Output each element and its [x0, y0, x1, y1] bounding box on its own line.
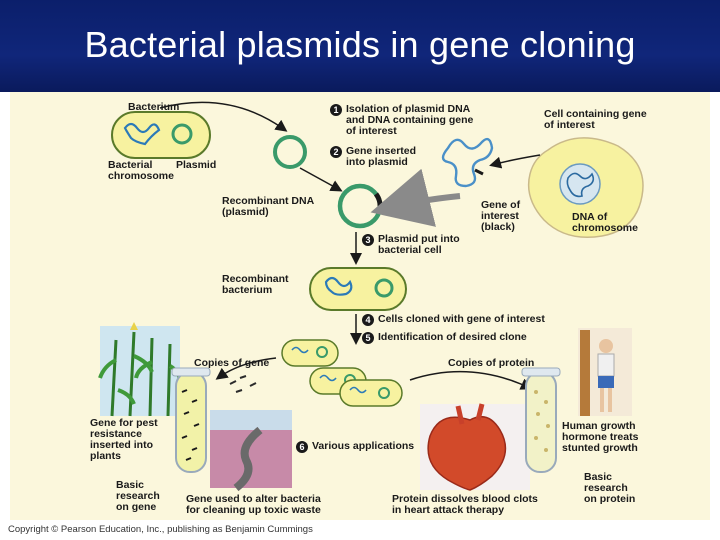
- gene-test-tube: [171, 367, 211, 473]
- copyright-notice: Copyright © Pearson Education, Inc., pub…: [8, 524, 313, 535]
- label-copies-of-gene: Copies of gene: [194, 357, 270, 369]
- step-4: 4 Cells cloned with gene of interest: [362, 314, 545, 326]
- cloned-cells: [281, 339, 403, 407]
- child-height-image: [578, 328, 632, 416]
- step-6: 6 Various applications: [296, 441, 414, 453]
- step-3-number: 3: [362, 234, 374, 246]
- label-bacterium: Bacterium: [128, 101, 180, 113]
- step-6-number: 6: [296, 441, 308, 453]
- step-2-text: Gene inserted into plasmid: [346, 145, 417, 168]
- label-gene-of-interest: Gene of interest (black): [481, 199, 521, 233]
- isolated-plasmid: [273, 135, 307, 169]
- label-basic-research-gene: Basic research on gene: [116, 479, 160, 513]
- step-1-text: Isolation of plasmid DNA and DNA contain…: [346, 103, 474, 137]
- label-gene-toxic-waste: Gene used to alter bacteria for cleaning…: [186, 493, 321, 516]
- gene-segment: [474, 168, 484, 176]
- label-plasmid: Plasmid: [176, 159, 217, 171]
- step-2: 2 Gene inserted into plasmid: [330, 146, 416, 168]
- step-6-text: Various applications: [312, 440, 415, 452]
- bacterium-cell: [111, 111, 211, 159]
- label-protein-blood-clots: Protein dissolves blood clots in heart a…: [392, 493, 538, 516]
- step-3: 3 Plasmid put into bacterial cell: [362, 234, 460, 256]
- step-4-number: 4: [362, 314, 374, 326]
- corn-plants-image: [98, 322, 182, 417]
- donor-cell: [527, 137, 644, 239]
- label-dna-of-chromosome: DNA of chromosome: [572, 211, 638, 234]
- label-bacterial-chromosome: Bacterial chromosome: [108, 159, 174, 182]
- step-2-number: 2: [330, 146, 342, 158]
- step-1-number: 1: [330, 104, 342, 116]
- step-4-text: Cells cloned with gene of interest: [378, 313, 545, 325]
- recombinant-plasmid: [337, 183, 383, 229]
- arrow-isolate-plasmid: [159, 101, 288, 132]
- step-5: 5 Identification of desired clone: [362, 332, 527, 344]
- step-5-text: Identification of desired clone: [378, 331, 527, 343]
- label-human-growth: Human growth hormone treats stunted grow…: [562, 420, 639, 454]
- label-recombinant-bacterium: Recombinant bacterium: [222, 273, 289, 296]
- arrow-copies-protein: [409, 370, 533, 390]
- label-gene-for-pest: Gene for pest resistance inserted into p…: [90, 417, 158, 462]
- dna-fragment: [441, 137, 494, 188]
- label-basic-research-protein: Basic research on protein: [584, 471, 636, 505]
- gene-copies: [229, 375, 257, 393]
- arrow-gene-insert: [370, 168, 461, 227]
- title-bar: [0, 0, 720, 92]
- protein-test-tube: [521, 367, 561, 473]
- label-cell-containing-gene: Cell containing gene of interest: [544, 108, 647, 131]
- step-1: 1 Isolation of plasmid DNA and DNA conta…: [330, 104, 473, 137]
- toxic-waste-image: [210, 410, 292, 492]
- arrow-insert: [299, 167, 343, 192]
- recombinant-bacterium-cell: [309, 267, 407, 311]
- label-copies-of-protein: Copies of protein: [448, 357, 535, 369]
- arrow-isolate-gene: [489, 154, 541, 169]
- step-3-text: Plasmid put into bacterial cell: [378, 233, 460, 256]
- arrow-copies-gene: [215, 357, 277, 380]
- heart-image: [420, 403, 530, 491]
- slide-title: Bacterial plasmids in gene cloning: [84, 24, 636, 65]
- step-5-number: 5: [362, 332, 374, 344]
- label-recombinant-dna: Recombinant DNA (plasmid): [222, 195, 315, 218]
